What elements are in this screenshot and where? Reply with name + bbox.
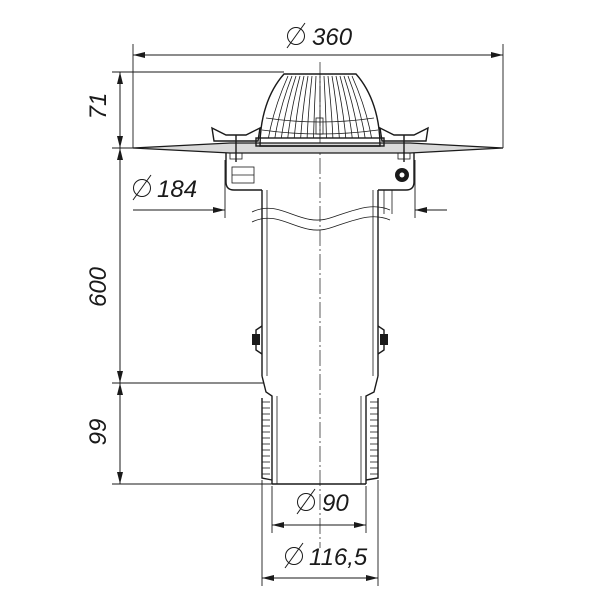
dome-tab bbox=[315, 117, 324, 135]
dome-rib bbox=[351, 75, 372, 139]
diameter-symbol-icon bbox=[286, 22, 306, 49]
dome-rib bbox=[280, 75, 297, 139]
drain-body bbox=[132, 73, 504, 485]
outlet-left-sleeve bbox=[261, 398, 273, 481]
dimension-label-outlet-outer-diameter: 116,5 bbox=[309, 544, 368, 571]
dome-rib bbox=[323, 75, 327, 139]
dimension-label-pipe-length: 600 bbox=[85, 266, 112, 307]
break-line bbox=[251, 216, 391, 231]
dimension-label-body-diameter: 184 bbox=[157, 176, 197, 203]
dimension-body-diameter: 184 bbox=[132, 160, 447, 218]
diameter-symbol-icon bbox=[296, 488, 316, 515]
sleeve-ribs bbox=[262, 401, 378, 475]
dome-ribs bbox=[268, 75, 372, 139]
dimension-label-outlet-inner-diameter: 90 bbox=[322, 490, 349, 517]
outlet-right-wall bbox=[365, 375, 379, 484]
leaf-guard-dome bbox=[255, 73, 385, 147]
dimension-label-overall-diameter: 360 bbox=[312, 24, 353, 51]
dome-rib bbox=[274, 75, 293, 139]
roof-flange bbox=[132, 142, 504, 154]
dome-rib bbox=[268, 75, 289, 139]
dome-rib bbox=[300, 75, 309, 139]
dimension-label-outlet-length: 99 bbox=[85, 419, 112, 446]
sump-left-wall bbox=[225, 153, 262, 191]
outlet-left-wall bbox=[261, 375, 273, 484]
diameter-symbol-icon bbox=[284, 542, 304, 569]
outlet-right-sleeve bbox=[365, 398, 379, 481]
dimension-outlet-outer-diameter: 116,5 bbox=[261, 480, 379, 586]
dome-rib bbox=[293, 75, 305, 139]
dome-rib bbox=[331, 75, 340, 139]
dome-rib bbox=[327, 75, 334, 139]
dimension-label-dome-height: 71 bbox=[85, 93, 112, 120]
dome-rib bbox=[343, 75, 360, 139]
left-wing-nut-icon bbox=[211, 126, 261, 162]
dome-rib bbox=[306, 75, 313, 139]
dimension-outlet-inner-diameter: 90 bbox=[271, 486, 367, 533]
dimension-overall-diameter: 360 bbox=[132, 22, 504, 148]
dome-rib bbox=[335, 75, 347, 139]
fixing-nut-icon bbox=[395, 168, 409, 182]
dimension-vertical-chain: 71 600 99 bbox=[85, 71, 284, 485]
pipe-coupling bbox=[252, 325, 388, 355]
sump-right-wall bbox=[378, 153, 415, 191]
break-line bbox=[251, 206, 391, 221]
diameter-symbol-icon bbox=[132, 174, 152, 201]
right-wing-nut-icon bbox=[379, 126, 429, 162]
dome-rib bbox=[313, 75, 317, 139]
dome-rib bbox=[347, 75, 366, 139]
